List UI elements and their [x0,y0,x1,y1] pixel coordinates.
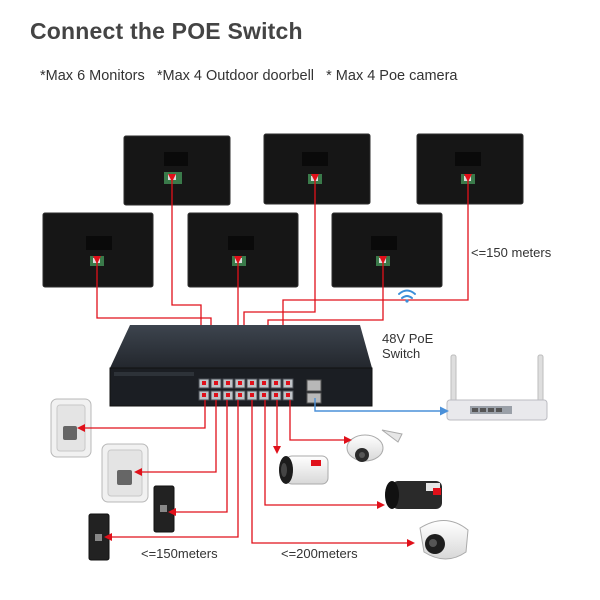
port-led [262,393,266,397]
switch-label-line1: 48V PoE [382,331,434,346]
port-led [250,381,254,385]
cable-doorbell-3 [168,400,228,516]
monitor-6 [331,212,443,288]
port-led [202,381,206,385]
limit-monitors: *Max 6 Monitors [40,68,145,84]
poe-switch [109,325,373,407]
port-led [262,381,266,385]
port-led [286,381,290,385]
cable-camera-3 [264,400,385,509]
cable-camera-1 [289,400,352,444]
cable-doorbell-2 [134,400,217,476]
port-led [238,381,242,385]
camera-dome-1 [346,429,403,462]
doorbell-group [50,398,175,561]
doorbell-distance-label: <=150meters [141,546,218,561]
port-led [226,381,230,385]
port-led [202,393,206,397]
doorbell-4 [88,513,110,561]
limit-cameras: * Max 4 Poe camera [326,68,458,84]
monitor-group [42,133,524,288]
doorbell-3 [153,485,175,533]
port-led [214,381,218,385]
router [446,354,548,421]
camera-distance-label: <=200meters [281,546,358,561]
monitor-3 [416,133,524,205]
port-led [214,393,218,397]
switch-label: 48V PoE Switch [382,331,433,361]
cable-doorbell-4 [104,400,239,541]
camera-cables [251,400,415,547]
network-cable [314,398,449,416]
camera-bullet-2 [385,481,442,509]
monitor-4 [42,212,154,288]
monitor-1 [123,135,231,206]
device-limits: *Max 6 Monitors *Max 4 Outdoor doorbell … [40,68,458,84]
cable-doorbell-1 [77,400,206,432]
cable-camera-4 [251,400,415,547]
port-led [274,393,278,397]
port-led [250,393,254,397]
doorbell-2 [101,443,149,503]
monitor-5 [187,212,299,288]
port-led [286,393,290,397]
port-led [238,393,242,397]
page-title: Connect the POE Switch [30,18,303,44]
monitor-distance-label: <=150 meters [471,245,552,260]
doorbell-cables [77,400,239,541]
limit-doorbells: *Max 4 Outdoor doorbell [156,68,315,84]
wifi-icon [398,289,416,303]
camera-bullet-1 [279,455,329,485]
switch-ports [198,378,294,401]
port-led [226,393,230,397]
camera-turret-1 [419,520,469,560]
switch-label-line2: Switch [382,346,421,361]
port-led [274,381,278,385]
camera-group [279,429,469,560]
monitor-2 [263,133,371,205]
